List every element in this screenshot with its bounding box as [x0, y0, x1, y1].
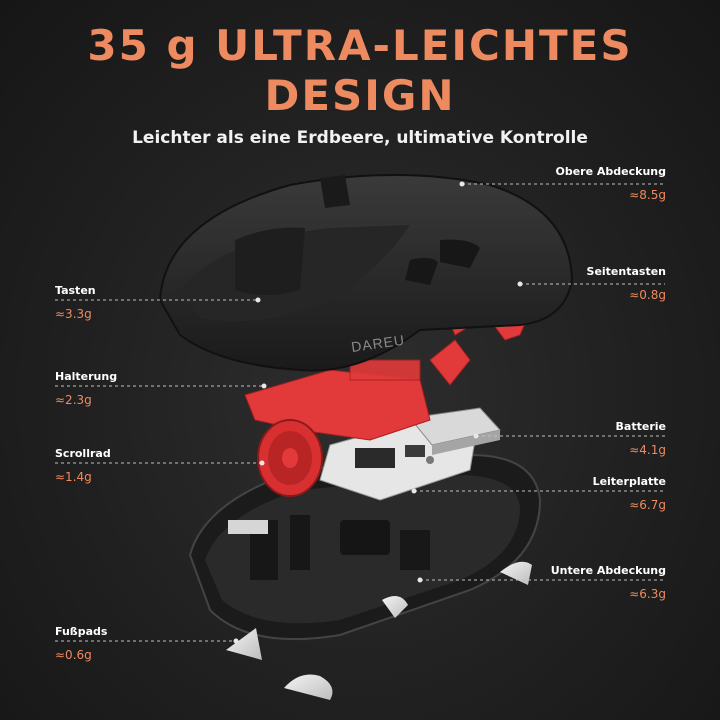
callout-name: Batterie: [615, 420, 666, 433]
callout-name: Obere Abdeckung: [555, 165, 667, 178]
bottom-cover: [188, 453, 542, 641]
callout-untere-abdeckung: Untere Abdeckung ≈6.3g: [551, 564, 666, 601]
callout-weight: ≈1.4g: [55, 470, 92, 484]
callout-scrollrad: Scrollrad ≈1.4g: [55, 447, 111, 484]
callout-name: Seitentasten: [586, 265, 666, 278]
headline-line-2: DESIGN: [264, 71, 456, 120]
headline-line-1: 35 g ULTRA-LEICHTES: [87, 21, 633, 70]
foot-pads: [226, 561, 532, 700]
callout-weight: ≈4.1g: [629, 443, 666, 457]
callout-weight: ≈3.3g: [55, 307, 92, 321]
callout-name: Fußpads: [55, 625, 108, 638]
leader-lines: [55, 183, 665, 642]
callout-obere-abdeckung: Obere Abdeckung ≈8.5g: [556, 165, 667, 202]
callout-seitentasten: Seitentasten ≈0.8g: [587, 265, 666, 302]
callout-weight: ≈8.5g: [629, 188, 666, 202]
callout-name: Leiterplatte: [592, 475, 666, 488]
callout-weight: ≈0.8g: [629, 288, 666, 302]
callout-batterie: Batterie ≈4.1g: [616, 420, 666, 457]
callout-name: Halterung: [55, 370, 118, 383]
callout-name: Tasten: [55, 284, 96, 297]
brand-logo-text: DAREU: [350, 332, 406, 355]
callout-name: Untere Abdeckung: [550, 564, 666, 577]
callout-fusspads: Fußpads ≈0.6g: [55, 625, 107, 662]
subtitle: Leichter als eine Erdbeere, ultimative K…: [132, 128, 588, 148]
callout-leiterplatte: Leiterplatte ≈6.7g: [593, 475, 666, 512]
callout-halterung: Halterung ≈2.3g: [55, 370, 117, 407]
callout-weight: ≈6.3g: [629, 587, 666, 601]
leader-dots: [233, 181, 523, 644]
scroll-wheel: [257, 419, 323, 497]
callout-tasten: Tasten ≈3.3g: [55, 284, 96, 321]
callout-weight: ≈6.7g: [629, 498, 666, 512]
callout-weight: ≈0.6g: [55, 648, 92, 662]
callout-weight: ≈2.3g: [55, 393, 92, 407]
callout-name: Scrollrad: [55, 447, 111, 460]
top-cover: DAREU: [158, 174, 574, 372]
